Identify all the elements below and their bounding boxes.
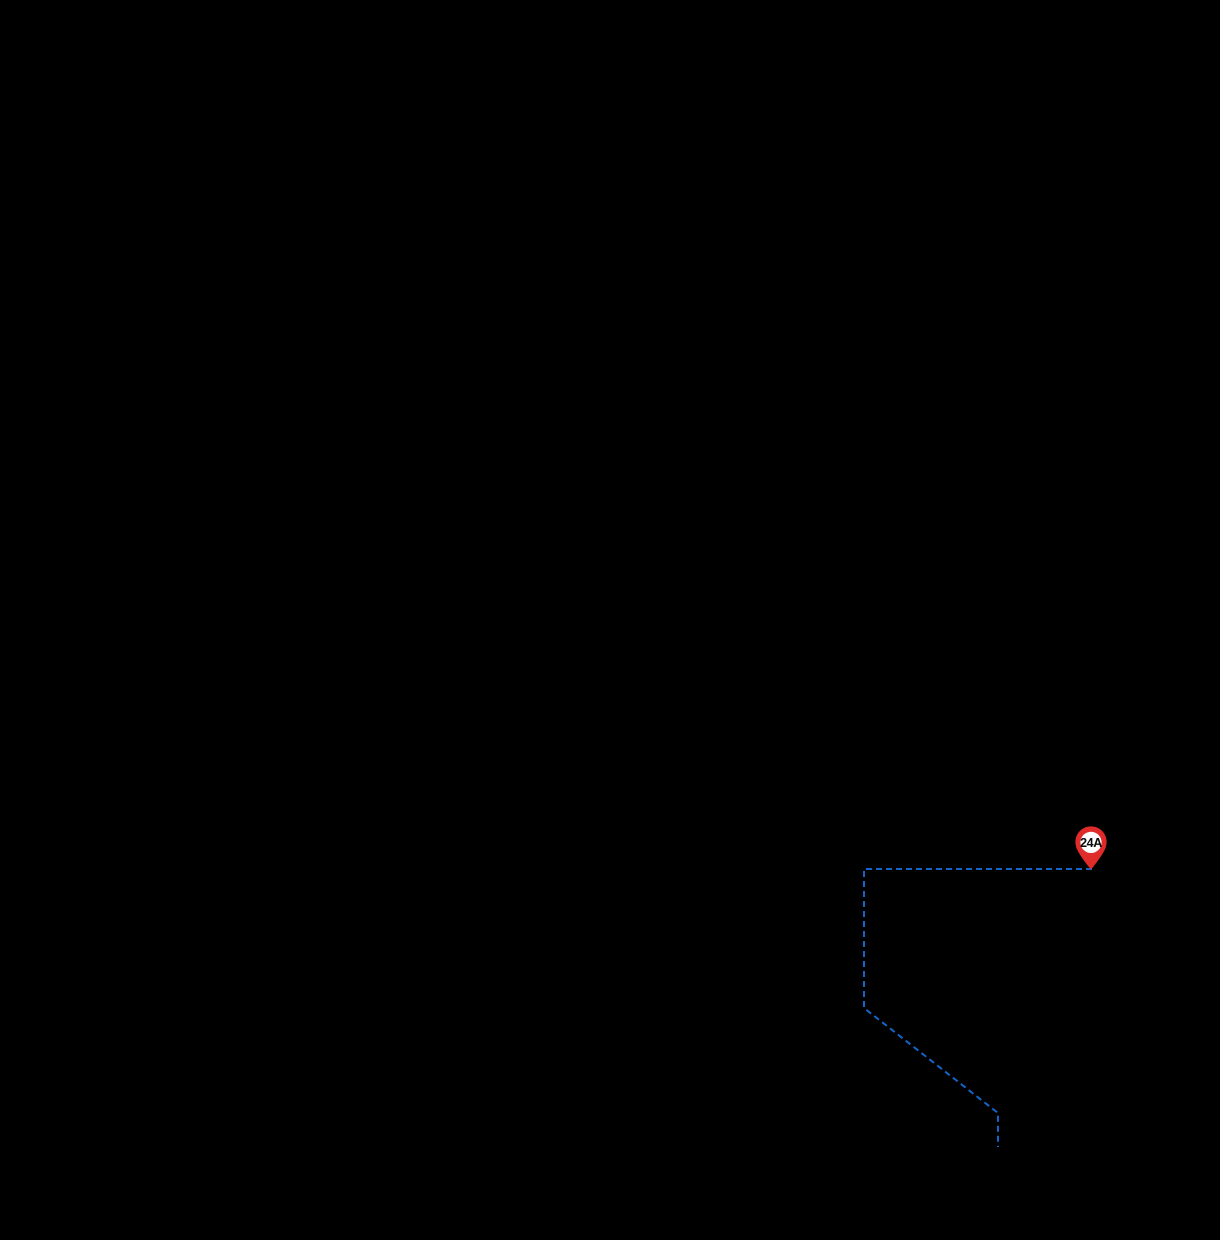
- map-pin-24a[interactable]: 24A: [1074, 826, 1108, 870]
- map-pin-label: 24A: [1080, 836, 1102, 850]
- dashed-route-path[interactable]: [863, 868, 1092, 1147]
- map-pin-label-disc: [1080, 831, 1102, 853]
